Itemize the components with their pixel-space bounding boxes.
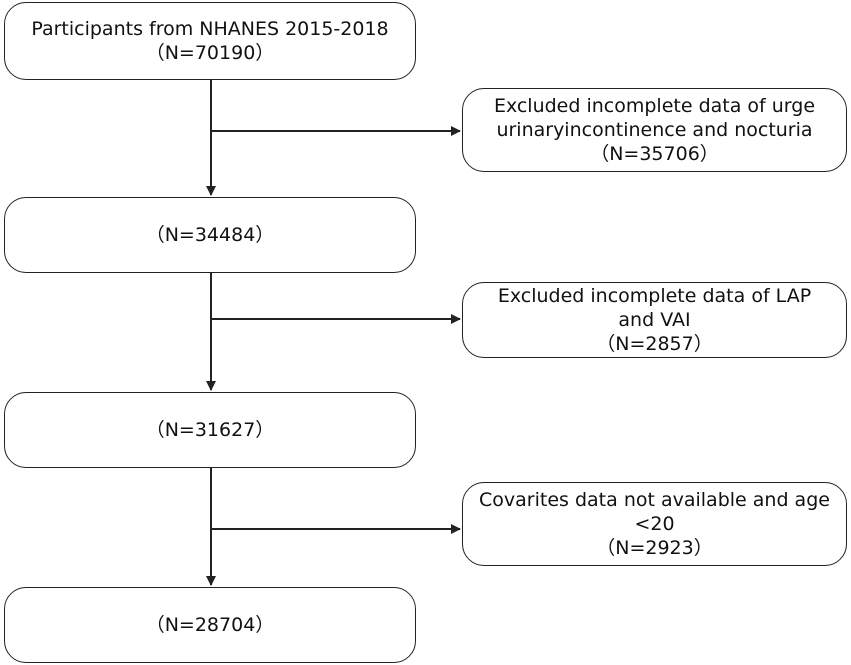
box-exclusion-urge-incontinence: Excluded incomplete data of urge urinary… bbox=[462, 88, 847, 172]
exclusion-1-count: （N=35706） bbox=[590, 143, 719, 165]
exclusion-3-line1: Covarites data not available and age bbox=[479, 489, 830, 511]
box-exclusion-covariates-age: Covarites data not available and age <20… bbox=[462, 482, 847, 566]
exclusion-2-line2: and VAI bbox=[618, 309, 691, 331]
exclusion-3-count: （N=2923） bbox=[596, 537, 713, 559]
box-participants: Participants from NHANES 2015-2018 （N=70… bbox=[4, 2, 416, 80]
box-final: （N=28704） bbox=[4, 587, 416, 663]
box-participants-title: Participants from NHANES 2015-2018 bbox=[31, 18, 389, 40]
box-step3: （N=31627） bbox=[4, 392, 416, 468]
box-step2-count: （N=34484） bbox=[145, 224, 275, 246]
exclusion-3-line2: <20 bbox=[634, 513, 675, 535]
box-step3-count: （N=31627） bbox=[145, 419, 275, 441]
exclusion-1-line2: urinaryincontinence and nocturia bbox=[496, 119, 813, 141]
box-final-count: （N=28704） bbox=[145, 614, 275, 636]
exclusion-2-count: （N=2857） bbox=[596, 333, 713, 355]
box-participants-count: （N=70190） bbox=[145, 42, 275, 64]
box-step2: （N=34484） bbox=[4, 197, 416, 273]
exclusion-1-line1: Excluded incomplete data of urge bbox=[493, 95, 816, 117]
box-exclusion-lap-vai: Excluded incomplete data of LAP and VAI … bbox=[462, 282, 847, 358]
exclusion-2-line1: Excluded incomplete data of LAP bbox=[497, 285, 812, 307]
